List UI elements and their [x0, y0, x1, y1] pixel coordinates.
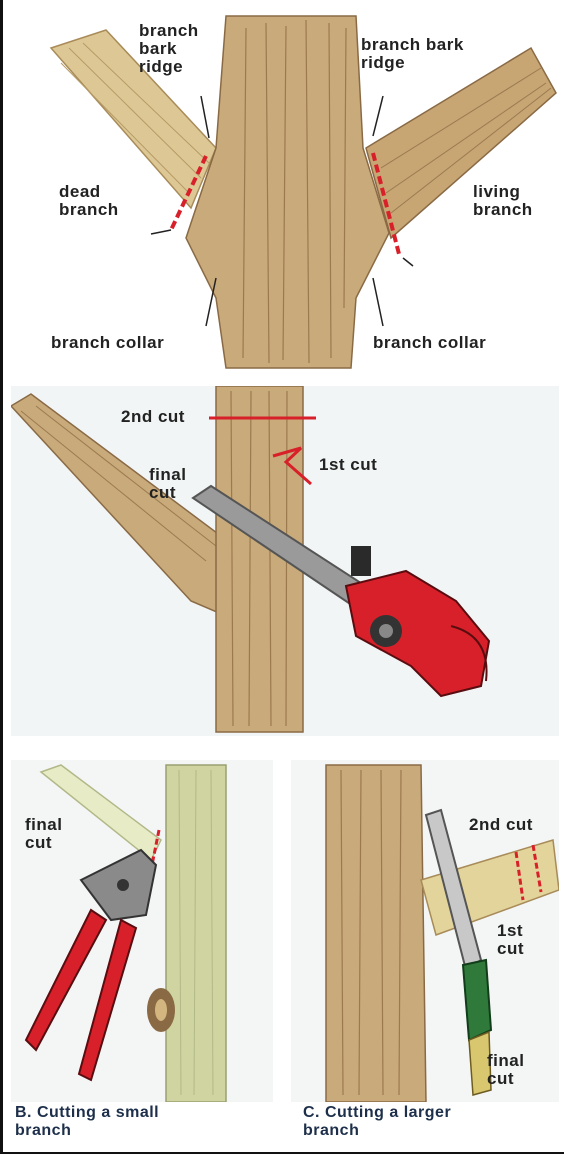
label-final-cut: final cut	[487, 1052, 524, 1088]
caption-larger-branch: C. Cutting a larger branch	[303, 1104, 451, 1140]
pruning-shears-illustration	[11, 760, 273, 1102]
chainsaw-handle	[351, 546, 371, 576]
saw-handle	[463, 960, 491, 1040]
caption-small-branch: B. Cutting a small branch	[15, 1104, 159, 1140]
branch	[11, 394, 226, 616]
trunk	[186, 16, 389, 368]
panel-small-branch: final cut	[11, 760, 273, 1102]
label-final-cut: final cut	[25, 816, 62, 852]
label-living-branch: living branch	[473, 183, 533, 219]
label-branch-collar-left: branch collar	[51, 334, 164, 352]
label-final-cut: final cut	[149, 466, 186, 502]
panel-branch-anatomy: branch bark ridge branch bark ridge dead…	[11, 8, 559, 376]
chainsaw-illustration	[11, 386, 559, 736]
panel-chainsaw-cuts: 2nd cut 1st cut final cut	[11, 386, 559, 736]
panel-larger-branch: 2nd cut 1st cut final cut	[291, 760, 559, 1102]
label-1st-cut: 1st cut	[497, 922, 524, 958]
label-2nd-cut: 2nd cut	[121, 408, 185, 426]
label-branch-bark-ridge-left: branch bark ridge	[139, 22, 199, 76]
label-2nd-cut: 2nd cut	[469, 816, 533, 834]
label-dead-branch: dead branch	[59, 183, 119, 219]
label-branch-collar-right: branch collar	[373, 334, 486, 352]
label-1st-cut: 1st cut	[319, 456, 377, 474]
label-branch-bark-ridge-right: branch bark ridge	[361, 36, 464, 72]
